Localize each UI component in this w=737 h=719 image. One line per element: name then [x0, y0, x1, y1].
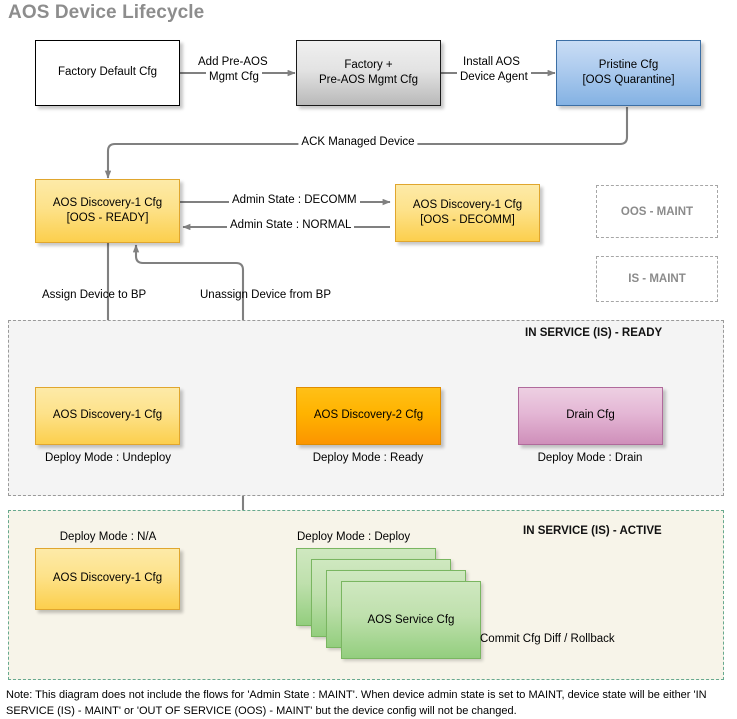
footer-note: Note: This diagram does not include the …	[6, 689, 707, 717]
node-is-ready-discovery2[interactable]: AOS Discovery-2 Cfg	[296, 387, 441, 445]
edge-label-ack-managed-device: ACK Managed Device	[298, 136, 418, 148]
node-label: AOS Discovery-1 Cfg	[52, 572, 163, 585]
node-label-line2: [OOS Quarantine]	[582, 74, 675, 86]
node-label: Drain Cfg	[566, 409, 615, 422]
edge-label-install-aos-line1: Install AOS	[460, 56, 523, 68]
node-stack-aos-service-cfg[interactable]: AOS Service Cfg	[296, 548, 486, 659]
edge-label-assign-device-to-bp: Assign Device to BP	[42, 289, 147, 301]
zone-label-in-service-ready: IN SERVICE (IS) - READY	[525, 327, 663, 339]
caption-deploy-mode-ready: Deploy Mode : Ready	[312, 452, 424, 464]
page-title: AOS Device Lifecycle	[8, 2, 205, 23]
edge-label-add-pre-aos-line2: Mgmt Cfg	[206, 71, 262, 83]
placeholder-is-maint[interactable]: IS - MAINT	[596, 256, 718, 302]
placeholder-label: OOS - MAINT	[620, 205, 694, 218]
edge-label-commit-cfg-diff-rollback: Commit Cfg Diff / Rollback	[480, 633, 615, 645]
placeholder-oos-maint[interactable]: OOS - MAINT	[596, 185, 718, 238]
caption-deploy-mode-undeploy: Deploy Mode : Undeploy	[45, 452, 171, 464]
node-pristine-cfg[interactable]: Pristine Cfg [OOS Quarantine]	[556, 40, 701, 106]
caption-deploy-mode-deploy: Deploy Mode : Deploy	[297, 531, 411, 543]
edge-label-install-aos-line2: Device Agent	[457, 71, 531, 83]
stack-card-front[interactable]: AOS Service Cfg	[341, 581, 481, 659]
node-label-line1: AOS Discovery-1 Cfg	[412, 198, 523, 211]
node-label-line2: [OOS - DECOMM]	[420, 214, 515, 226]
node-is-ready-undeploy[interactable]: AOS Discovery-1 Cfg	[35, 387, 180, 445]
node-label: AOS Service Cfg	[367, 614, 455, 626]
node-label: AOS Discovery-1 Cfg	[52, 409, 163, 422]
node-label: AOS Discovery-2 Cfg	[313, 409, 424, 422]
zone-label-in-service-active: IN SERVICE (IS) - ACTIVE	[523, 525, 662, 537]
node-is-active-discovery1[interactable]: AOS Discovery-1 Cfg	[35, 548, 180, 610]
node-oos-ready[interactable]: AOS Discovery-1 Cfg [OOS - READY]	[35, 179, 180, 243]
node-label-line1: Factory +	[344, 58, 393, 71]
node-label-line1: Pristine Cfg	[598, 58, 659, 71]
node-factory-plus-pre-aos-mgmt-cfg[interactable]: Factory + Pre-AOS Mgmt Cfg	[296, 40, 441, 106]
node-label: Factory Default Cfg	[57, 66, 158, 79]
caption-deploy-mode-na: Deploy Mode : N/A	[59, 531, 157, 543]
node-label-line2: [OOS - READY]	[66, 212, 149, 224]
node-oos-decomm[interactable]: AOS Discovery-1 Cfg [OOS - DECOMM]	[395, 184, 540, 242]
node-factory-default-cfg[interactable]: Factory Default Cfg	[35, 40, 180, 106]
placeholder-label: IS - MAINT	[628, 273, 686, 285]
edge-label-add-pre-aos-line1: Add Pre-AOS	[195, 56, 271, 68]
node-is-ready-drain[interactable]: Drain Cfg	[518, 387, 663, 445]
node-label-line1: AOS Discovery-1 Cfg	[52, 196, 163, 209]
edge-label-unassign-device-from-bp: Unassign Device from BP	[200, 289, 332, 301]
edge-label-admin-state-decomm: Admin State : DECOMM	[229, 194, 360, 206]
caption-deploy-mode-drain: Deploy Mode : Drain	[537, 452, 643, 464]
node-label-line2: Pre-AOS Mgmt Cfg	[318, 74, 419, 86]
edge-label-admin-state-normal: Admin State : NORMAL	[227, 219, 355, 231]
